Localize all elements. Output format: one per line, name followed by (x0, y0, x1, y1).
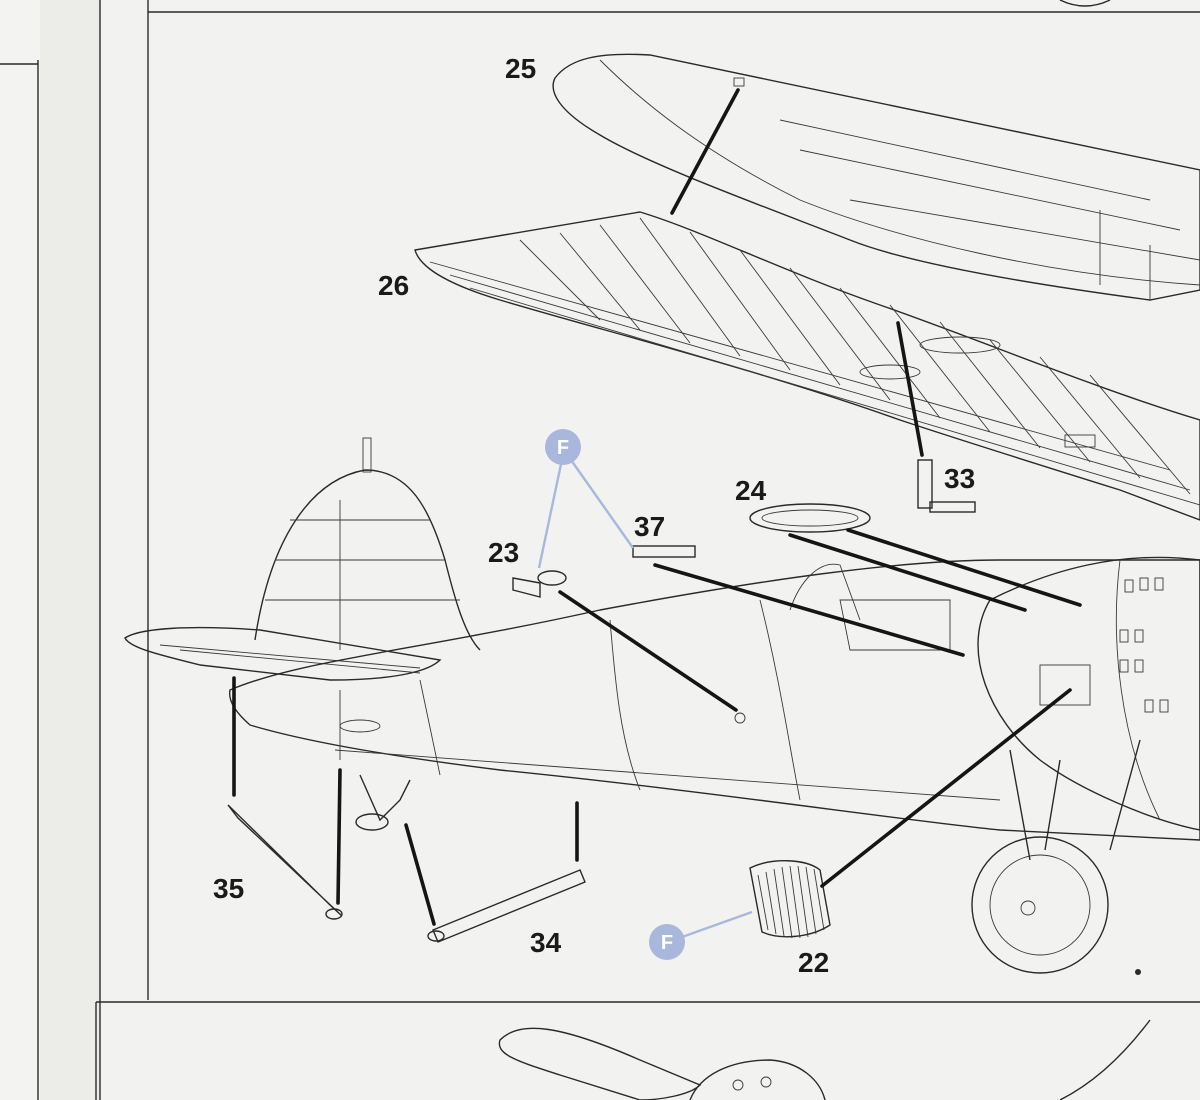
part-number-37: 37 (634, 511, 665, 542)
part-number-23: 23 (488, 537, 519, 568)
landing-gear (355, 739, 1141, 974)
part-number-25: 25 (505, 53, 536, 84)
leader-lines (232, 88, 1082, 926)
part-35-strut (227, 804, 343, 920)
part-24-windscreen (749, 503, 871, 533)
part-34-strut (427, 869, 586, 943)
main-page (100, 0, 1200, 1100)
part-33-strut (917, 459, 976, 513)
left-page-strip (0, 0, 40, 1100)
paint-callout-lower: F (649, 924, 685, 960)
part-number-35: 35 (213, 873, 244, 904)
part-number-26: 26 (378, 270, 409, 301)
tail-assembly (124, 437, 481, 681)
part-number-24: 24 (735, 475, 767, 506)
part-23-peg (512, 570, 567, 598)
upper-wing (552, 53, 1200, 301)
paint-code-label: F (661, 932, 673, 954)
part-number-34: 34 (530, 927, 562, 958)
part-22-radiator (749, 860, 831, 939)
paint-callout-upper: F (545, 429, 581, 465)
lower-wing (414, 211, 1200, 521)
part-number-labels: 25 26 33 24 37 23 35 34 22 (213, 53, 975, 978)
next-step-preview (498, 969, 1151, 1100)
part-number-22: 22 (798, 947, 829, 978)
paint-code-label: F (557, 437, 569, 459)
part-number-33: 33 (944, 463, 975, 494)
part-37-pin (632, 545, 696, 558)
